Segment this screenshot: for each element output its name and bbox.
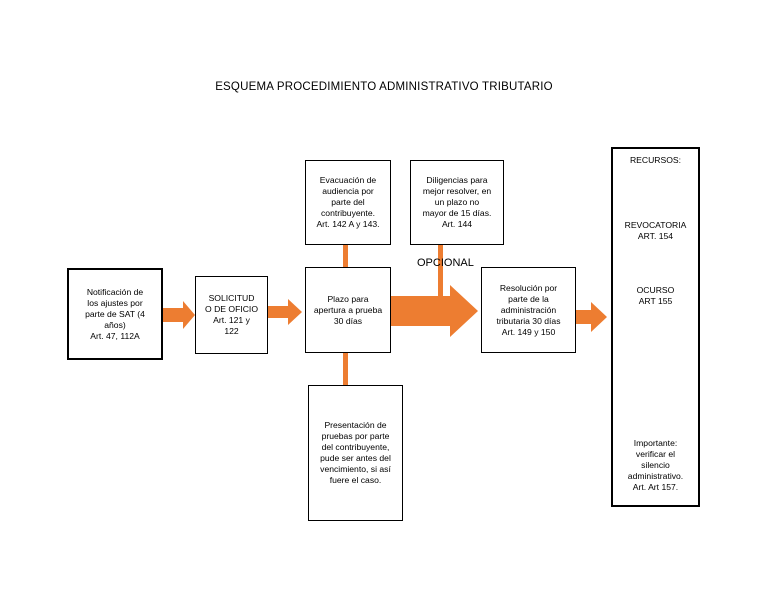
arrow-resolucion-recursos — [576, 302, 607, 332]
arrow-plazo-resolucion — [391, 285, 478, 337]
opcional-label: OPCIONAL — [417, 257, 474, 269]
box-evacuacion: Evacuación de audiencia por parte del co… — [305, 160, 391, 245]
page-title: ESQUEMA PROCEDIMIENTO ADMINISTRATIVO TRI… — [215, 81, 553, 93]
box-diligencias: Diligencias para mejor resolver, en un p… — [410, 160, 504, 245]
connector-evacuacion — [343, 245, 348, 267]
recursos-ocurso: OCURSO ART 155 — [636, 285, 675, 306]
arrow-solicitud-plazo — [268, 299, 302, 325]
box-presentacion: Presentación de pruebas por parte del co… — [308, 385, 403, 521]
box-resolucion: Resolución por parte de la administració… — [481, 267, 576, 353]
box-notificacion: Notificación de los ajustes por parte de… — [67, 268, 163, 360]
arrow-notificacion-solicitud — [163, 301, 195, 329]
solicitud-text: SOLICITUD O DE OFICIO Art. 121 y 122 — [205, 293, 258, 336]
box-plazo: Plazo para apertura a prueba 30 días — [305, 267, 391, 353]
recursos-importante: Importante: verificar el silencio admini… — [627, 438, 684, 492]
box-recursos: RECURSOS: REVOCATORIA ART. 154 OCURSO AR… — [611, 147, 700, 507]
recursos-header: RECURSOS: — [629, 155, 682, 165]
evacuacion-text: Evacuación de audiencia por parte del co… — [316, 175, 380, 229]
connector-diligencias — [438, 245, 443, 297]
recursos-revocatoria: REVOCATORIA ART. 154 — [624, 220, 687, 241]
resolucion-text: Resolución por parte de la administració… — [496, 282, 561, 337]
notificacion-text: Notificación de los ajustes por parte de… — [85, 286, 145, 341]
diligencias-text: Diligencias para mejor resolver, en un p… — [422, 175, 492, 229]
connector-presentacion — [343, 352, 348, 385]
plazo-text: Plazo para apertura a prueba 30 días — [313, 293, 383, 326]
box-solicitud: SOLICITUD O DE OFICIO Art. 121 y 122 — [195, 276, 268, 354]
presentacion-text: Presentación de pruebas por parte del co… — [320, 420, 391, 485]
